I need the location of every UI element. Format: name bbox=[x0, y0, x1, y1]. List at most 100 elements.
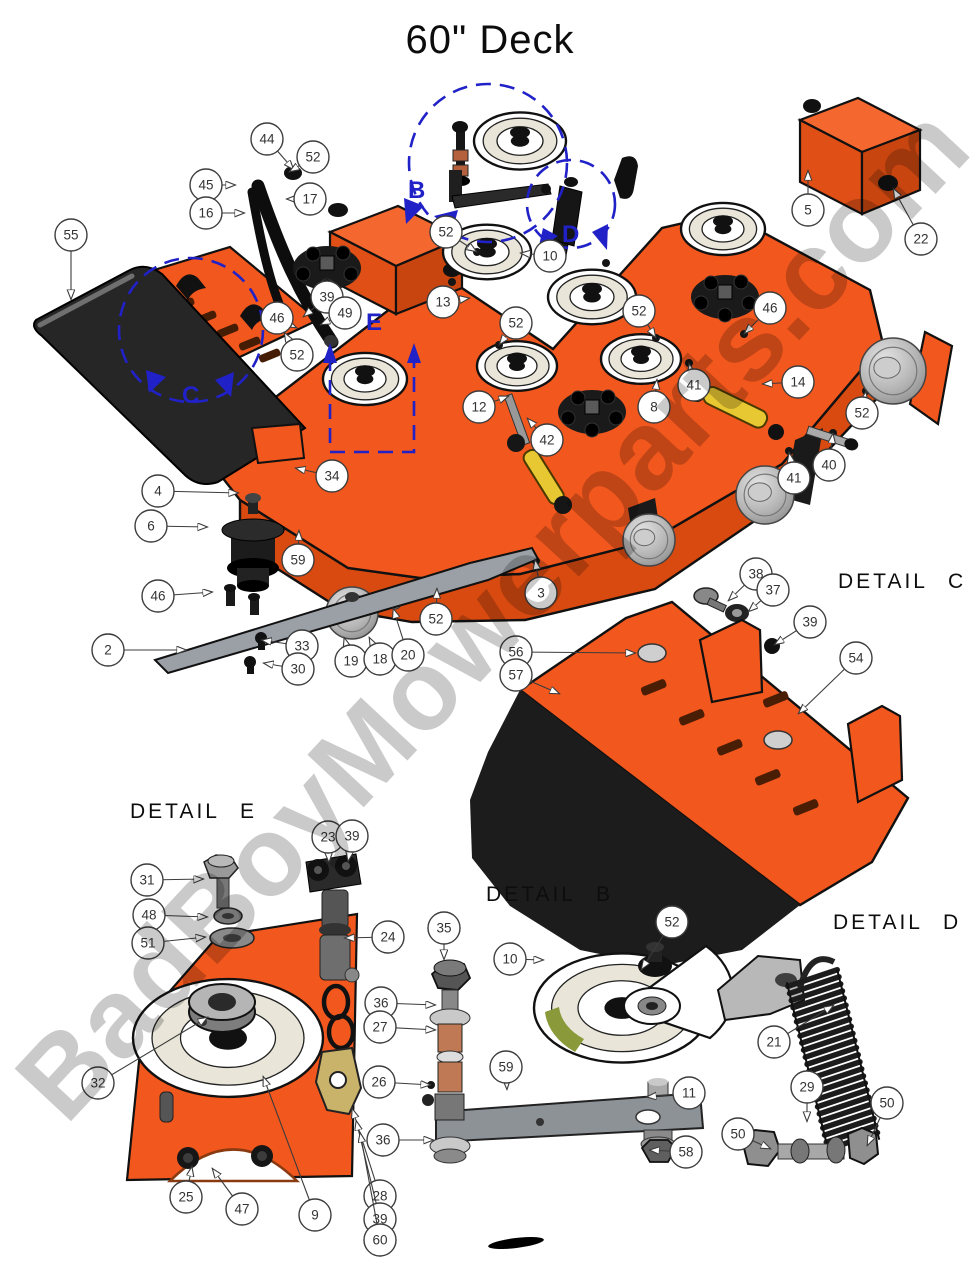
svg-text:45: 45 bbox=[198, 178, 213, 193]
svg-text:23: 23 bbox=[320, 830, 335, 845]
callout-50 bbox=[721, 1117, 755, 1151]
callout-13 bbox=[426, 285, 460, 319]
spindle-casting bbox=[558, 389, 626, 438]
callout-10 bbox=[493, 942, 527, 976]
bolt bbox=[448, 278, 456, 286]
svg-text:16: 16 bbox=[198, 206, 213, 221]
callout-51 bbox=[131, 926, 165, 960]
callout-52 bbox=[280, 338, 314, 372]
callout-25 bbox=[169, 1180, 203, 1214]
svg-text:47: 47 bbox=[234, 1202, 249, 1217]
svg-text:11: 11 bbox=[682, 1086, 696, 1101]
detail-label: DETAIL D bbox=[833, 911, 961, 934]
pulley bbox=[321, 351, 409, 407]
section-letter-C: C bbox=[182, 382, 199, 409]
spring-bracket bbox=[716, 954, 806, 1022]
callout-6 bbox=[134, 509, 168, 543]
turnbuckle-eye bbox=[768, 424, 784, 440]
svg-text:52: 52 bbox=[305, 150, 320, 165]
section-c-circle bbox=[117, 256, 265, 404]
clevis bbox=[507, 434, 525, 452]
svg-text:60: 60 bbox=[372, 1233, 387, 1248]
cover-knob bbox=[878, 175, 898, 191]
washer bbox=[790, 1138, 810, 1164]
pulley bbox=[679, 201, 767, 257]
callout-27 bbox=[363, 1010, 397, 1044]
washer bbox=[826, 1136, 846, 1164]
detail-c-shadow bbox=[470, 690, 800, 966]
callout-47 bbox=[225, 1192, 259, 1226]
detail-label: DETAIL E bbox=[130, 800, 257, 823]
svg-text:52: 52 bbox=[289, 348, 304, 363]
svg-text:39: 39 bbox=[344, 829, 359, 844]
callout-52 bbox=[845, 396, 879, 430]
anti-scalp-wheel bbox=[859, 337, 927, 405]
callout-14 bbox=[781, 365, 815, 399]
svg-text:44: 44 bbox=[259, 132, 275, 147]
callout-8 bbox=[637, 390, 671, 424]
section-letter-B: B bbox=[408, 177, 425, 204]
fin-nut bbox=[764, 638, 780, 654]
callout-52 bbox=[622, 294, 656, 328]
svg-text:41: 41 bbox=[786, 471, 801, 486]
callout-11 bbox=[672, 1076, 706, 1110]
blade-center-hole bbox=[345, 592, 359, 602]
svg-text:30: 30 bbox=[290, 662, 305, 677]
callout-60 bbox=[363, 1223, 397, 1257]
callout-9 bbox=[298, 1198, 332, 1232]
callout-26 bbox=[362, 1065, 396, 1099]
svg-text:49: 49 bbox=[337, 306, 352, 321]
bolt-31 bbox=[203, 854, 239, 909]
svg-text:52: 52 bbox=[664, 915, 679, 930]
callout-52 bbox=[419, 602, 453, 636]
svg-text:52: 52 bbox=[438, 225, 453, 240]
svg-text:28: 28 bbox=[372, 1189, 387, 1204]
callout-50 bbox=[870, 1086, 904, 1120]
rubber-discharge-flap bbox=[33, 265, 307, 485]
svg-text:17: 17 bbox=[302, 192, 317, 207]
svg-text:4: 4 bbox=[154, 484, 162, 499]
idler-arm-bar bbox=[435, 1091, 705, 1144]
svg-text:41: 41 bbox=[686, 378, 701, 393]
callout-42 bbox=[530, 423, 564, 457]
washer-37-inner bbox=[732, 609, 742, 617]
spindle-casting bbox=[691, 274, 759, 323]
callout-52 bbox=[429, 215, 463, 249]
clevis bbox=[554, 496, 572, 514]
callout-46 bbox=[141, 579, 175, 613]
callout-29 bbox=[790, 1070, 824, 1104]
spindle-castings bbox=[293, 245, 759, 438]
svg-text:36: 36 bbox=[375, 1133, 390, 1148]
grease-fitting bbox=[614, 156, 638, 199]
u-joint-assembly bbox=[305, 853, 363, 1116]
callout-12 bbox=[462, 390, 496, 424]
section-letter-E: E bbox=[366, 309, 382, 336]
detail-b-assembly bbox=[422, 942, 735, 1164]
svg-text:10: 10 bbox=[502, 952, 517, 967]
callout-40 bbox=[812, 448, 846, 482]
bolt bbox=[602, 259, 610, 267]
callout-5 bbox=[791, 193, 825, 227]
svg-text:40: 40 bbox=[821, 458, 836, 473]
detail-e-assembly bbox=[125, 853, 363, 1183]
chute-handle-left bbox=[176, 274, 206, 300]
callout-30 bbox=[281, 652, 315, 686]
svg-text:51: 51 bbox=[140, 936, 155, 951]
page-title: 60" Deck bbox=[405, 18, 575, 62]
detail-label: DETAIL C bbox=[838, 570, 966, 593]
svg-text:48: 48 bbox=[141, 908, 156, 923]
callout-24 bbox=[371, 920, 405, 954]
callout-52 bbox=[296, 140, 330, 174]
arm-hole-small bbox=[536, 1118, 544, 1126]
chute-fin-upper bbox=[698, 618, 764, 704]
callout-59 bbox=[281, 543, 315, 577]
callout-46 bbox=[260, 301, 294, 335]
chute-hole bbox=[637, 643, 667, 663]
callout-59 bbox=[489, 1050, 523, 1084]
callout-44 bbox=[250, 122, 284, 156]
leader-line bbox=[515, 652, 636, 653]
svg-text:13: 13 bbox=[435, 295, 450, 310]
callout-52 bbox=[655, 905, 689, 939]
leader-line bbox=[97, 1017, 208, 1084]
chute-orange-trim bbox=[250, 422, 306, 465]
